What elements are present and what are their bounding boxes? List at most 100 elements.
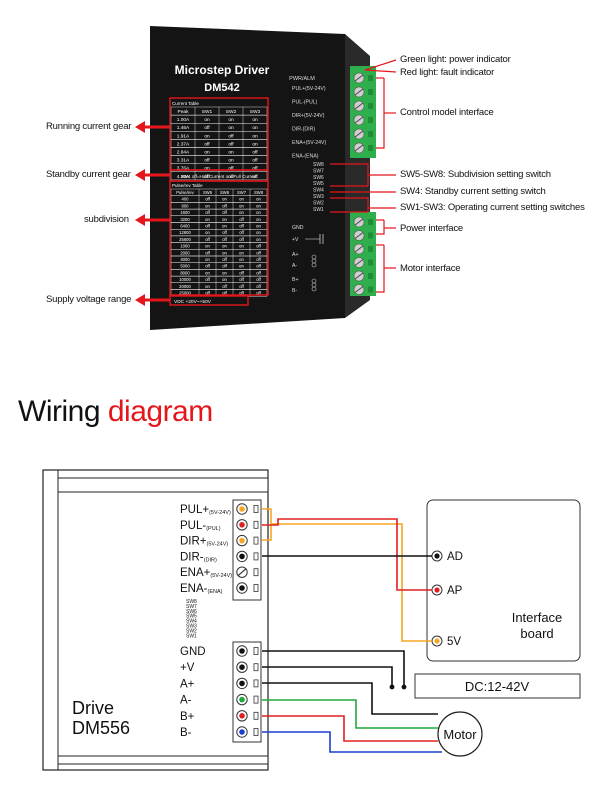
current-table-cell: off	[204, 158, 210, 164]
pulse-table-cell: off	[239, 277, 244, 282]
pulse-table-cell: on	[222, 244, 227, 249]
pulse-table-cell: off	[205, 224, 210, 229]
current-table-cell: SW2	[226, 109, 237, 115]
pulse-table-cell: off	[256, 244, 261, 249]
callout-running: Running current gear	[46, 121, 132, 132]
pulse-table-cell: on	[205, 270, 210, 275]
pulse-table-cell: 3200	[180, 217, 190, 222]
current-table-cell: 1.00A	[177, 117, 190, 123]
pulse-table-cell: off	[239, 284, 244, 289]
current-table-cell: 4.20A	[177, 174, 190, 180]
driver-switch-label: SW1	[313, 207, 324, 213]
callout-control: Control model interface	[400, 107, 494, 118]
signal-pin-label: DIR+(5V-24V)	[180, 536, 228, 548]
board-title-1: Interface	[512, 610, 563, 625]
current-table-cell: off	[204, 141, 210, 147]
driver-photo: Microstep Driver DM542 Current TablePeak…	[135, 26, 397, 330]
current-table-cell: on	[252, 126, 258, 131]
current-table-cell: 3.76A	[177, 166, 190, 172]
pulse-table-cell: on	[239, 197, 244, 202]
current-table-cell: 1.46A	[177, 125, 190, 131]
driver-switch-label: SW6	[313, 175, 324, 181]
signal-terminal-labels: PUL+(5V-24V)PUL-(PUL)DIR+(5V-24V)DIR-(DI…	[292, 86, 326, 160]
right-callout-lines	[330, 59, 397, 293]
pulse-table-cell: 25000	[179, 291, 191, 296]
power-terminal-strip	[232, 641, 262, 743]
wiring-title-part1: Wiring	[18, 395, 108, 428]
wire-a-minus	[262, 699, 438, 729]
wires	[262, 508, 442, 753]
pulse-table-cell: on	[239, 257, 244, 262]
pulse-table-cell: on	[239, 264, 244, 269]
power-labels: GND+VA+A-B+B-	[292, 225, 324, 294]
dc-label: DC:12-42V	[465, 679, 530, 694]
wiring-switch-label: SW5	[186, 614, 197, 620]
current-table-cell: off	[252, 166, 258, 172]
driver-switch-label: SW5	[313, 181, 324, 187]
driver-switch-label: SW8	[313, 162, 324, 168]
pulse-table-cell: on	[239, 210, 244, 215]
driver-power-label: A+	[292, 252, 299, 258]
pulse-table-cell: off	[205, 250, 210, 255]
pulse-table-cell: on	[222, 217, 227, 222]
pulse-table-cell: on	[222, 277, 227, 282]
pulse-table-title: Pulse/rev Table	[172, 183, 203, 188]
callout-power: Power interface	[400, 223, 464, 234]
pulse-table-cell: off	[222, 264, 227, 269]
pulse-table-cell: 10000	[179, 277, 191, 282]
wiring-switch-label: SW4	[186, 619, 197, 625]
signal-terminal-strip	[232, 499, 262, 601]
pulse-table-cell: on	[222, 197, 227, 202]
pulse-table-cell: 12800	[179, 230, 191, 235]
driver-terminal-label: ENA+(5V-24V)	[292, 140, 326, 146]
pulse-table-cell: on	[256, 230, 261, 235]
driver-terminal-label: PUL-(PUL)	[292, 100, 318, 106]
callout-supply: Supply voltage range	[46, 294, 132, 305]
pulse-table-cell: off	[256, 250, 261, 255]
driver-terminal-label: ENA-(ENA)	[292, 154, 319, 160]
pulse-table-cell: 5000	[180, 264, 190, 269]
driver-brand: Microstep Driver	[175, 63, 270, 77]
pulse-table-cell: off	[222, 257, 227, 262]
board-pin-label: 5V	[447, 636, 461, 648]
pulse-table-cell: off	[239, 217, 244, 222]
pulse-table-cell: 25600	[179, 237, 191, 242]
current-table-cell: Peak	[178, 109, 190, 115]
pulse-table-cell: Pulse/rev	[176, 190, 194, 195]
current-table-cell: SW3	[250, 109, 261, 115]
pulse-table-cell: on	[256, 197, 261, 202]
pulse-table-cell: off	[239, 237, 244, 242]
current-table-cell: off	[204, 174, 210, 180]
current-table-cell: off	[252, 174, 258, 180]
callout-subdivision: subdivision	[84, 214, 129, 225]
signal-pin-label: PUL-(PUL)	[180, 520, 221, 532]
arrows	[135, 121, 170, 306]
signal-pin-label: ENA+(5V-24V)	[180, 567, 232, 579]
current-table-cell: 3.31A	[177, 158, 190, 164]
power-terminal-block	[350, 212, 376, 296]
pulse-table-cell: off	[222, 230, 227, 235]
pulse-table-cell: 6400	[180, 224, 190, 229]
wire-red-ap	[262, 518, 432, 591]
motor-icon	[437, 711, 483, 757]
current-table-cell: off	[228, 133, 234, 139]
green-led-icon	[356, 68, 360, 72]
signal-pin-label: PUL+(5V-24V)	[180, 504, 231, 516]
capacitor-icon	[305, 234, 324, 244]
pulse-table-cell: off	[222, 203, 227, 208]
pulse-table-cell: off	[222, 284, 227, 289]
signal-pin-labels: PUL+(5V-24V)PUL-(PUL)DIR+(5V-24V)DIR-(DI…	[180, 504, 232, 595]
pulse-table-cell: on	[256, 217, 261, 222]
pulse-table-cell: off	[205, 197, 210, 202]
pulse-table-cell: off	[205, 210, 210, 215]
current-table-cell: off	[252, 150, 258, 156]
current-table-cell: on	[228, 151, 234, 156]
pulse-table-cell: off	[256, 264, 261, 269]
pulse-table-cell: on	[222, 224, 227, 229]
callout-sw4: SW4: Standby current setting switch	[400, 186, 546, 197]
power-pin-labels: GND+VA+A-B+B-	[180, 646, 206, 739]
pwr-alm-label: PWR/ALM	[289, 76, 315, 82]
standby-row-text: SW4 off=Half Current on=Full Current	[181, 174, 258, 179]
pulse-table-cell: off	[222, 210, 227, 215]
